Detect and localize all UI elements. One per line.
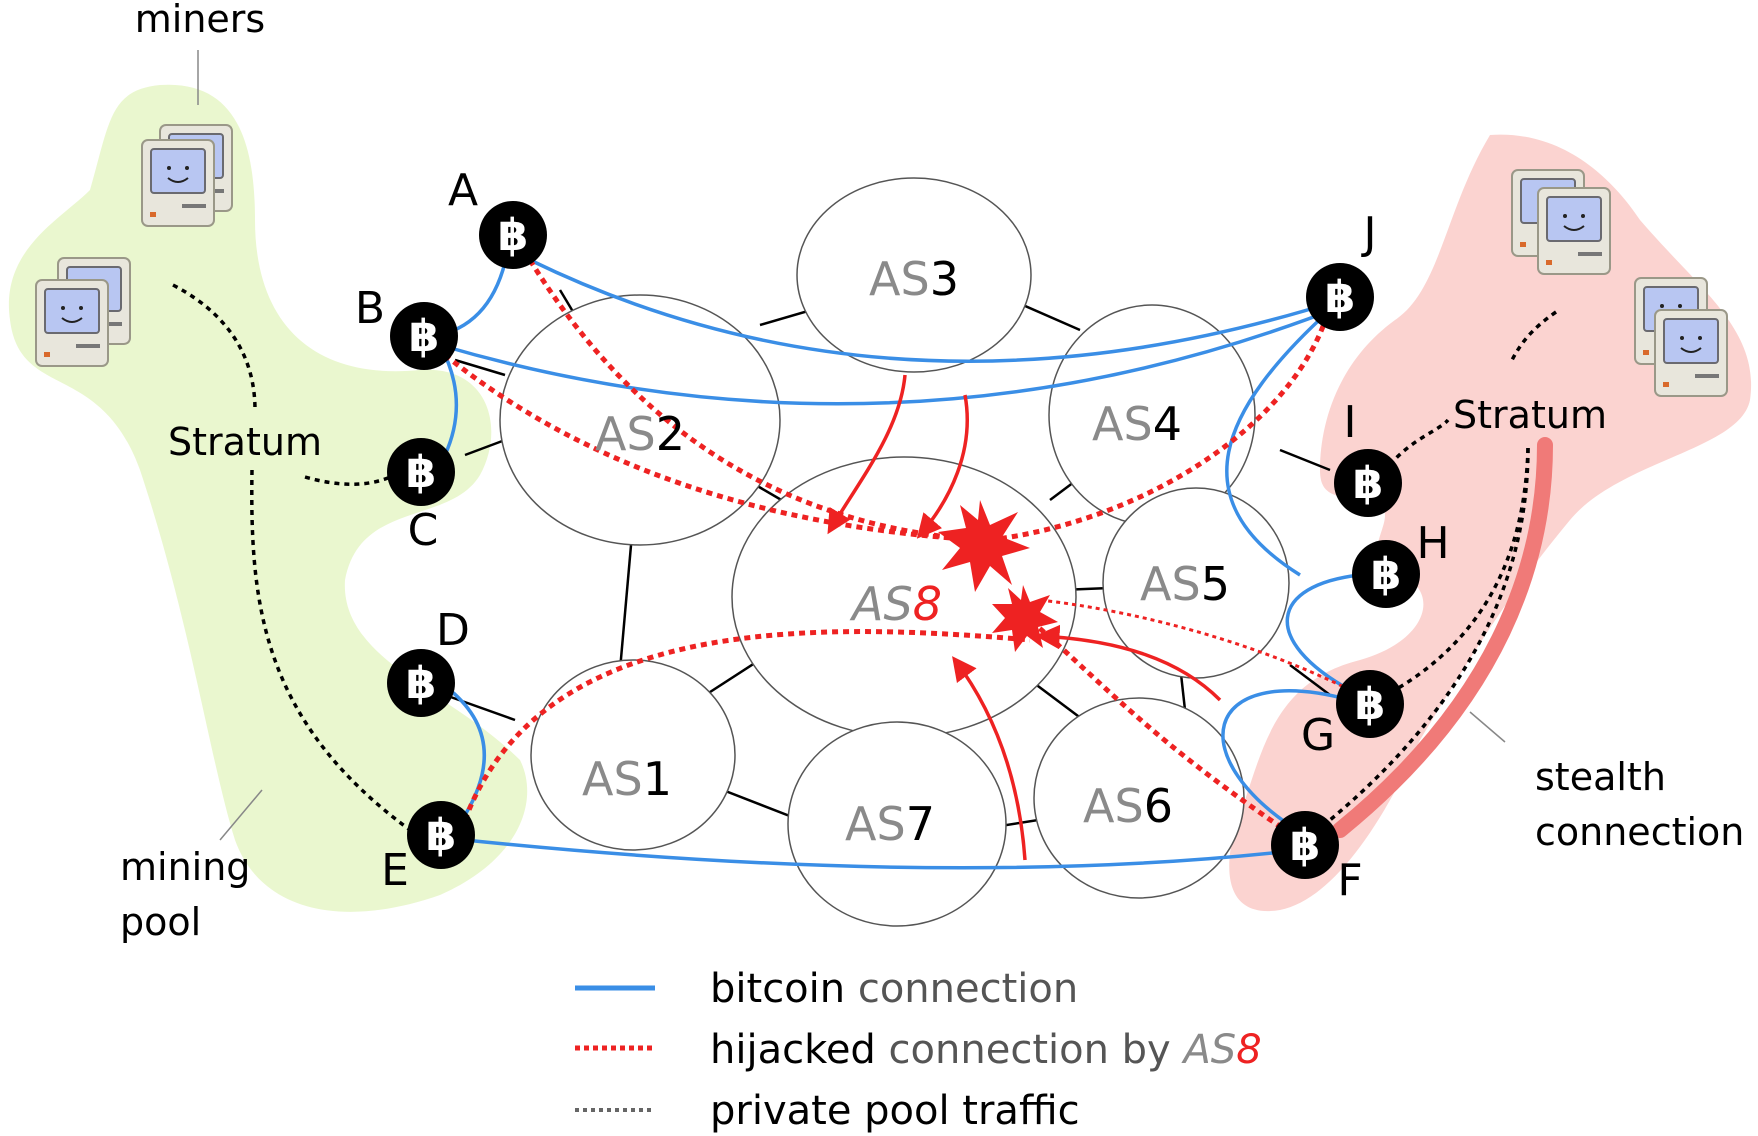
bitcoin-icon <box>407 801 475 869</box>
as-label: AS4 <box>1092 397 1182 451</box>
bitcoin-icon <box>387 649 455 717</box>
explosion-icon <box>938 500 1058 652</box>
as-ellipse <box>499 294 781 546</box>
as-ellipses <box>499 177 1290 927</box>
as-ellipse <box>1033 697 1245 899</box>
stealth-label: connection <box>1535 810 1744 854</box>
computer-icon <box>141 139 215 227</box>
as-ellipse <box>787 721 1007 927</box>
as-label: AS6 <box>1083 779 1173 833</box>
computer-icon <box>1537 187 1611 275</box>
node-label: C <box>408 505 439 556</box>
node-label: E <box>381 845 409 896</box>
bitcoin-icon <box>1306 263 1374 331</box>
as-labels: AS2 AS3 AS4 AS5 AS8 AS1 AS7 AS6 <box>582 252 1230 851</box>
private-pool-traffic <box>172 283 1557 832</box>
as-label: AS3 <box>869 252 959 306</box>
mining-pool-label: pool <box>120 900 201 944</box>
stratum-right-label: Stratum <box>1453 393 1607 437</box>
bitcoin-icon <box>1271 811 1339 879</box>
bitcoin-icon <box>387 438 455 506</box>
as-ellipse <box>796 177 1032 373</box>
node-label: B <box>355 283 385 334</box>
legend-bitcoin-text: bitcoin connection <box>710 966 1078 1012</box>
node-label: A <box>448 165 478 216</box>
mining-pool-label: mining <box>120 845 250 889</box>
legend-hijacked-text: hijacked connection by AS8 <box>710 1027 1262 1073</box>
computer-icon <box>1654 309 1728 397</box>
legend-private-text: private pool traffic <box>710 1088 1080 1134</box>
miners-label: miners <box>135 0 265 41</box>
bitcoin-icon <box>479 201 547 269</box>
legend: bitcoin connection hijacked connection b… <box>575 966 1262 1134</box>
bitcoin-icon <box>1352 540 1420 608</box>
node-label: H <box>1416 518 1449 569</box>
bitcoin-icon <box>390 302 458 370</box>
as-ellipse <box>530 659 736 851</box>
node-label: J <box>1361 208 1377 259</box>
node-label: G <box>1301 710 1335 761</box>
node-label: I <box>1344 397 1357 448</box>
as-label: AS8 <box>849 577 942 631</box>
bitcoin-connections <box>438 234 1361 870</box>
stealth-connection <box>1332 437 1553 838</box>
hijacked-thin <box>1039 598 1351 692</box>
as-label: AS1 <box>582 752 672 806</box>
stealth-pool-region <box>1229 134 1752 912</box>
as-label: AS7 <box>845 797 935 851</box>
computer-icon <box>35 279 109 367</box>
as-label: AS5 <box>1140 557 1230 611</box>
stealth-label: stealth <box>1535 755 1666 799</box>
bitcoin-icon <box>1336 670 1404 738</box>
node-label: F <box>1337 855 1362 906</box>
node-labels: A B C D E F G H I J <box>355 165 1450 906</box>
stratum-left-label: Stratum <box>168 420 322 464</box>
annotation-pointers <box>197 50 1506 841</box>
annotations: miners Stratum Stratum mining pool steal… <box>120 0 1744 944</box>
as-label: AS2 <box>595 407 685 461</box>
bitcoin-icon <box>1334 449 1402 517</box>
hijack-arrows <box>827 374 1222 861</box>
node-label: D <box>436 605 470 656</box>
